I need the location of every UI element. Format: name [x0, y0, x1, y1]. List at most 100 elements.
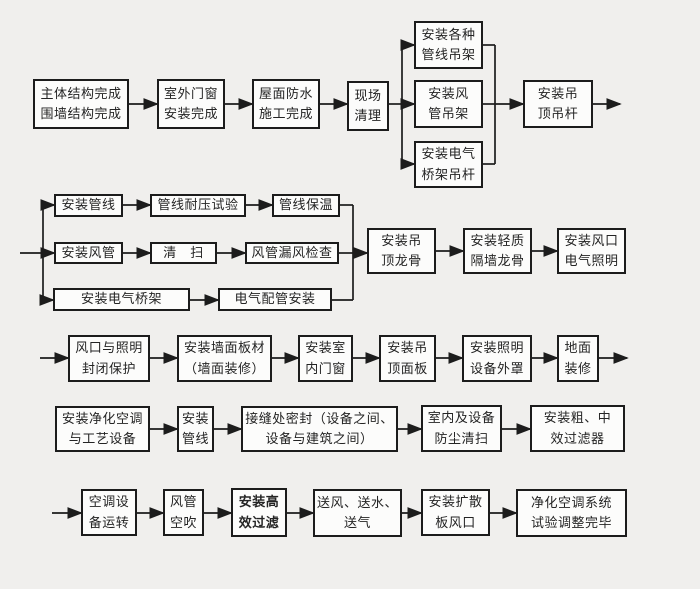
flow-node-label: 空调设 [88, 494, 130, 510]
flow-node-vent-lighting-protection: 风口与照明封闭保护 [68, 335, 150, 382]
flow-node-label: 装修 [564, 360, 592, 376]
flow-node-supply-air-water-gas: 送风、送水、送气 [313, 489, 402, 537]
flow-node-install-hepa-filters: 安装高效过滤 [231, 488, 287, 537]
flow-node-label: 管吊架 [428, 106, 469, 121]
flow-node-label: 空吹 [169, 514, 197, 530]
flow-node-install-pipelines: 安装管线 [54, 194, 123, 217]
flow-node-label: 安装电气桥架 [80, 291, 162, 307]
flow-node-floor-finishing: 地面装修 [557, 335, 599, 382]
flow-node-label: 风管漏风检查 [251, 244, 333, 260]
flow-node-label: 主体结构完成 [40, 85, 122, 101]
flow-node-label: 安装吊 [537, 85, 579, 101]
flow-node-label: 桥架吊杆 [421, 166, 476, 182]
flow-node-install-cable-trays: 安装电气桥架 [53, 288, 190, 311]
flow-node-label: 顶龙骨 [381, 253, 422, 268]
flow-node-label: 安装室 [305, 340, 346, 356]
flow-node-label: 室外门窗 [163, 85, 218, 101]
flow-node-label: （墙面装修） [183, 360, 265, 376]
flow-node-site-cleanup: 现场清理 [347, 81, 389, 131]
flow-node-dust-cleaning: 室内及设备防尘清扫 [421, 405, 502, 452]
flow-node-label: 隔墙龙骨 [470, 253, 525, 268]
flow-node-label: 现场 [354, 87, 382, 103]
flow-node-label: 安装照明 [469, 340, 524, 356]
flow-node-label: 安装 [181, 410, 209, 426]
flow-node-install-interior-doors: 安装室内门窗 [298, 335, 353, 382]
flow-node-label: 板风口 [435, 514, 476, 530]
flow-node-label: 送风、送水、 [316, 494, 398, 510]
flow-node-install-diffuser-vents: 安装扩散板风口 [421, 489, 490, 536]
flow-node-label: 安装风 [428, 85, 469, 101]
flow-node-label: 安装净化空调 [61, 410, 143, 426]
flow-node-label: 净化空调系统 [530, 494, 612, 510]
flow-node-install-hvac-process-equipment: 安装净化空调与工艺设备 [55, 406, 150, 452]
flow-node-label: 安装管线 [61, 197, 116, 213]
flow-node-label: 安装吊 [387, 340, 428, 356]
flow-node-label: 送气 [343, 515, 371, 530]
flow-node-label: 管线保温 [278, 197, 333, 213]
flow-node-label: 安装轻质 [470, 232, 525, 248]
flow-node-install-ceiling-panels: 安装吊顶面板 [379, 335, 436, 382]
flow-node-label: 管线吊架 [421, 47, 476, 62]
flow-node-label: 安装扩散 [428, 494, 483, 510]
flow-node-install-ceiling-keel: 安装吊顶龙骨 [367, 228, 436, 274]
flow-node-label: 设备外罩 [469, 360, 524, 376]
flow-node-label: 围墙结构完成 [40, 106, 122, 121]
flow-node-duct-leak-check: 风管漏风检查 [245, 242, 339, 264]
flow-node-label: 管线耐压试验 [157, 197, 239, 213]
flow-node-label: 安装吊 [381, 232, 422, 248]
flow-node-roof-waterproofing: 屋面防水施工完成 [252, 79, 320, 129]
flow-node-install-partition-keel: 安装轻质隔墙龙骨 [463, 228, 532, 274]
flow-node-label: 设备与建筑之间） [265, 431, 374, 446]
flow-node-label: 室内及设备 [427, 410, 496, 426]
flow-node-pipeline-pressure-test: 管线耐压试验 [150, 194, 246, 217]
flow-node-duct-air-blow: 风管空吹 [163, 489, 204, 536]
flow-node-install-pipelines-2: 安装管线 [177, 406, 214, 452]
flow-node-label: 电气照明 [564, 253, 619, 268]
flow-node-label: 安装完成 [163, 106, 218, 121]
flow-node-label: 清理 [354, 108, 382, 123]
flow-node-label: 施工完成 [258, 106, 313, 121]
flow-node-install-coarse-medium-filters: 安装粗、中效过滤器 [530, 405, 625, 452]
flow-node-system-test-complete: 净化空调系统试验调整完毕 [516, 489, 627, 537]
flow-node-label: 安装墙面板材 [183, 340, 265, 356]
flow-node-duct-sweep: 清 扫 [150, 242, 217, 264]
flow-node-label: 接缝处密封（设备之间、 [245, 410, 394, 426]
flow-node-label: 安装风管 [61, 244, 116, 260]
flow-node-electrical-conduit: 电气配管安装 [218, 288, 332, 311]
flow-node-label: 风管 [169, 494, 197, 510]
flow-node-install-cable-tray-rods: 安装电气桥架吊杆 [414, 141, 483, 188]
flow-node-label: 安装高 [238, 494, 280, 510]
flow-node-label: 顶面板 [387, 360, 428, 376]
flow-node-install-duct-hangers: 安装风管吊架 [414, 80, 483, 128]
flow-node-label: 防尘清扫 [434, 430, 489, 446]
flow-node-label: 清 扫 [163, 244, 204, 260]
flow-node-label: 安装粗、中 [543, 410, 612, 426]
flow-node-label: 管线 [181, 431, 209, 446]
flow-node-install-ceiling-rods: 安装吊顶吊杆 [523, 80, 593, 128]
flow-node-install-pipeline-hangers: 安装各种管线吊架 [414, 21, 483, 69]
flow-node-label: 效过滤 [238, 514, 280, 530]
flow-node-pipeline-insulation: 管线保温 [272, 194, 340, 217]
flow-node-label: 顶吊杆 [537, 106, 579, 121]
flow-node-exterior-doors-windows: 室外门窗安装完成 [157, 79, 225, 129]
flow-node-label: 屋面防水 [258, 85, 313, 101]
flow-node-ac-equipment-run: 空调设备运转 [81, 489, 137, 536]
flow-node-label: 安装电气 [421, 146, 476, 162]
flow-node-label: 安装各种 [421, 26, 476, 42]
flow-node-install-ducts: 安装风管 [54, 242, 123, 264]
flow-node-label: 电气配管安装 [234, 291, 316, 307]
flow-node-label: 封闭保护 [81, 360, 136, 376]
flow-node-install-vents-lighting: 安装风口电气照明 [557, 228, 626, 274]
flow-node-main-structure-complete: 主体结构完成围墙结构完成 [33, 79, 129, 129]
flow-node-install-light-covers: 安装照明设备外罩 [462, 335, 532, 382]
flow-node-label: 备运转 [88, 514, 130, 530]
flow-node-label: 内门窗 [305, 360, 346, 376]
flow-node-seal-joints: 接缝处密封（设备之间、设备与建筑之间） [241, 406, 398, 452]
flow-node-label: 风口与照明 [75, 340, 143, 356]
flow-node-label: 与工艺设备 [68, 431, 137, 446]
flow-node-label: 安装风口 [564, 232, 619, 248]
flow-node-install-wall-panels: 安装墙面板材 （墙面装修） [177, 335, 272, 382]
flow-node-label: 试验调整完毕 [530, 515, 612, 530]
